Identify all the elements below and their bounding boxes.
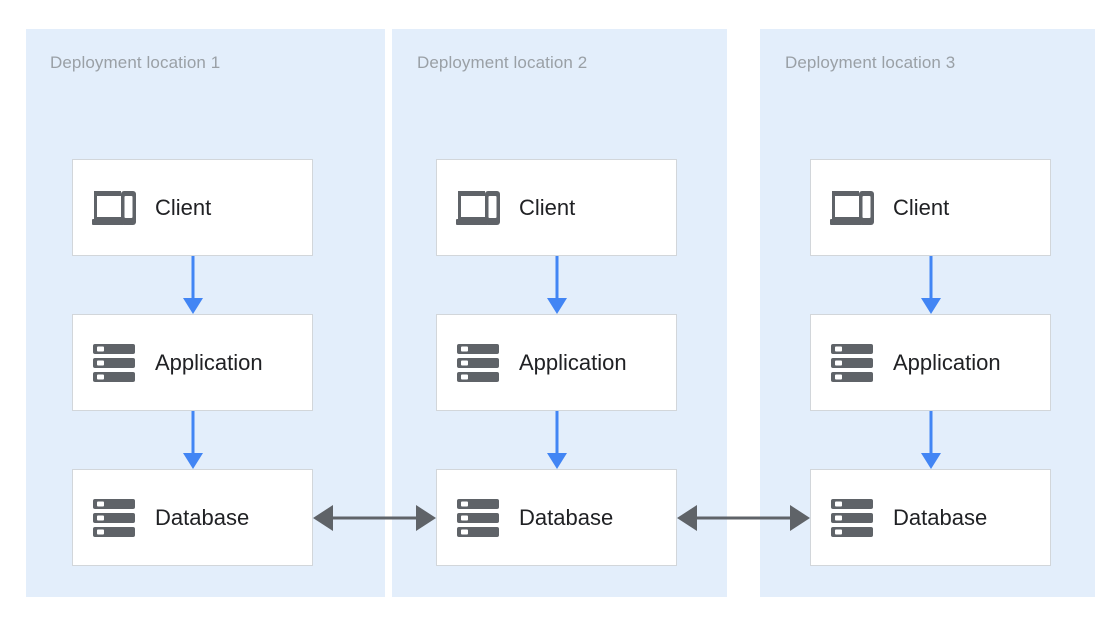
node-database-3[interactable]: Database — [810, 469, 1051, 566]
storage-icon — [455, 341, 501, 385]
node-application-2[interactable]: Application — [436, 314, 677, 411]
node-client-2[interactable]: Client — [436, 159, 677, 256]
node-database-3-label: Database — [893, 504, 988, 530]
arrowhead-right-icon — [790, 505, 810, 531]
panel-1-title: Deployment location 1 — [50, 53, 221, 72]
devices-icon — [829, 188, 875, 228]
devices-icon — [455, 188, 501, 228]
connector-client-1-to-application-1 — [72, 256, 313, 314]
storage-icon — [829, 341, 875, 385]
connector-application-2-to-database-2 — [436, 411, 677, 469]
node-application-1[interactable]: Application — [72, 314, 313, 411]
arrowhead-left-icon — [313, 505, 333, 531]
node-database-1-label: Database — [155, 504, 250, 530]
panel-3-title: Deployment location 3 — [785, 53, 956, 72]
node-client-1[interactable]: Client — [72, 159, 313, 256]
node-database-1[interactable]: Database — [72, 469, 313, 566]
node-database-2-label: Database — [519, 504, 614, 530]
node-application-1-label: Application — [155, 349, 263, 375]
node-client-3[interactable]: Client — [810, 159, 1051, 256]
node-application-3[interactable]: Application — [810, 314, 1051, 411]
node-client-1-label: Client — [155, 194, 212, 220]
connector-application-3-to-database-3 — [810, 411, 1051, 469]
node-client-3-label: Client — [893, 194, 950, 220]
arrowhead-left-icon — [677, 505, 697, 531]
connector-client-3-to-application-3 — [810, 256, 1051, 314]
connector-database-2-to-database-3 — [677, 493, 810, 543]
node-client-2-label: Client — [519, 194, 576, 220]
node-application-2-label: Application — [519, 349, 627, 375]
arrowhead-right-icon — [416, 505, 436, 531]
node-application-3-label: Application — [893, 349, 1001, 375]
connector-client-2-to-application-2 — [436, 256, 677, 314]
connector-application-1-to-database-1 — [72, 411, 313, 469]
storage-icon — [91, 341, 137, 385]
storage-icon — [829, 496, 875, 540]
storage-icon — [455, 496, 501, 540]
node-database-2[interactable]: Database — [436, 469, 677, 566]
devices-icon — [91, 188, 137, 228]
storage-icon — [91, 496, 137, 540]
panel-2-title: Deployment location 2 — [417, 53, 588, 72]
connector-database-1-to-database-2 — [313, 493, 436, 543]
